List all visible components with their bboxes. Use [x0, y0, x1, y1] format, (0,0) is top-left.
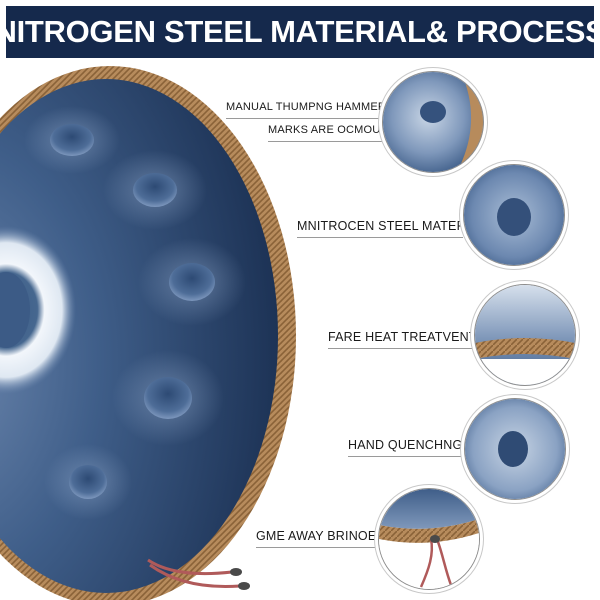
title-banner: NITROGEN STEEL MATERIAL& PROCESS: [0, 6, 600, 58]
detail-hammer-marks-image: [382, 71, 484, 173]
detail-nitrogen-steel-image: [463, 164, 565, 266]
callout-nitrogen-steel: MNITROCEN STEEL MATERL: [297, 219, 473, 233]
callout-underline: [256, 547, 378, 548]
detail-hand-quenching-image: [464, 398, 566, 500]
detail-braided-rope-image: [378, 488, 480, 590]
callout-underline: [226, 118, 382, 119]
detail-heat-treatment-image: [474, 284, 576, 386]
callout-heat-treatment: FARE HEAT TREATVENT: [328, 330, 477, 344]
callout-hand-quenching: HAND QUENCHNG: [348, 438, 463, 452]
callout-hammer-marks-line2: MARKS ARE OCMOUS: [268, 124, 388, 136]
callout-underline: [268, 141, 382, 142]
callout-underline: [297, 237, 463, 238]
callout-hammer-marks-line1: MANUAL THUMPNG HAMMER: [226, 101, 387, 113]
banner-title: NITROGEN STEEL MATERIAL& PROCESS: [0, 14, 600, 49]
callout-underline: [328, 348, 474, 349]
handpan-drum-image: [0, 66, 296, 600]
callout-underline: [348, 456, 464, 457]
